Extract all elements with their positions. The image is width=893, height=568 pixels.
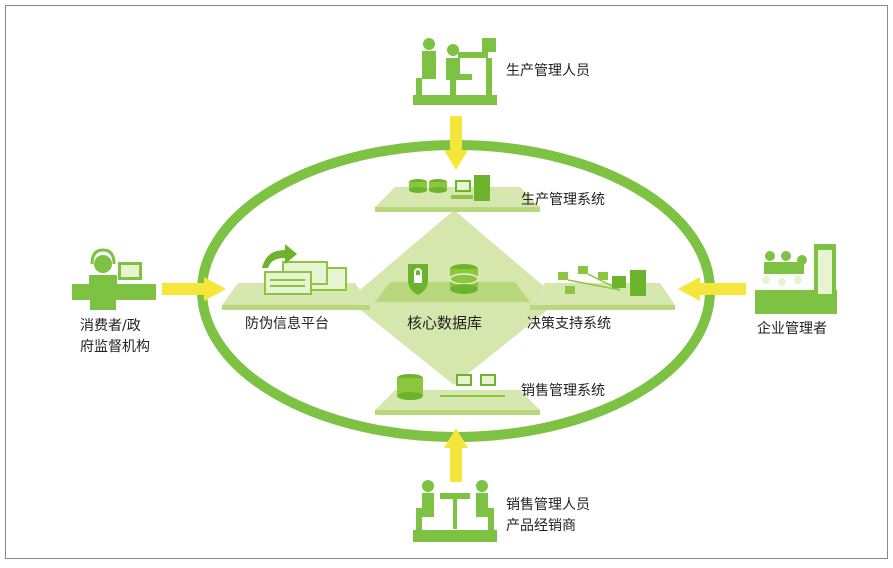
decision-system-label: 决策支持系统 <box>527 316 611 332</box>
sales-system-label: 销售管理系统 <box>521 383 605 399</box>
production-db-icon <box>409 179 447 193</box>
arrow-bottom <box>444 428 468 482</box>
decision-system-tile <box>530 266 675 310</box>
sales-db-icon <box>397 374 423 400</box>
arrow-top <box>444 116 468 170</box>
right-person-label: 企业管理者 <box>757 321 827 337</box>
sales-staff-icon <box>413 480 497 542</box>
anti-fake-platform-tile <box>222 244 370 310</box>
curved-arrow-icon <box>262 244 297 268</box>
bottom-person-label-line1: 销售管理人员 <box>506 497 590 513</box>
top-person-label: 生产管理人员 <box>506 63 590 79</box>
arrow-left <box>162 277 226 301</box>
production-system-label: 生产管理系统 <box>521 192 605 208</box>
anti-fake-platform-label: 防伪信息平台 <box>245 316 329 332</box>
left-person-label-line2: 府监督机构 <box>80 339 150 355</box>
consumer-agent-icon <box>72 248 156 310</box>
core-database-tile <box>375 264 530 302</box>
enterprise-managers-icon <box>755 244 837 314</box>
database-icon <box>449 264 479 294</box>
left-person-label-line1: 消费者/政 <box>80 318 141 334</box>
network-computers-icon <box>558 266 646 296</box>
core-database-label: 核心数据库 <box>407 314 483 332</box>
production-computer-icon <box>451 175 490 201</box>
document-stack-icon <box>264 261 347 295</box>
sales-computers-icon <box>440 374 505 397</box>
sales-system-tile <box>375 374 540 415</box>
production-system-tile <box>375 175 540 212</box>
shield-lock-icon <box>408 264 428 295</box>
production-staff-icon <box>413 38 497 105</box>
arrow-right <box>678 277 746 301</box>
bottom-person-label-line2: 产品经销商 <box>506 518 576 534</box>
